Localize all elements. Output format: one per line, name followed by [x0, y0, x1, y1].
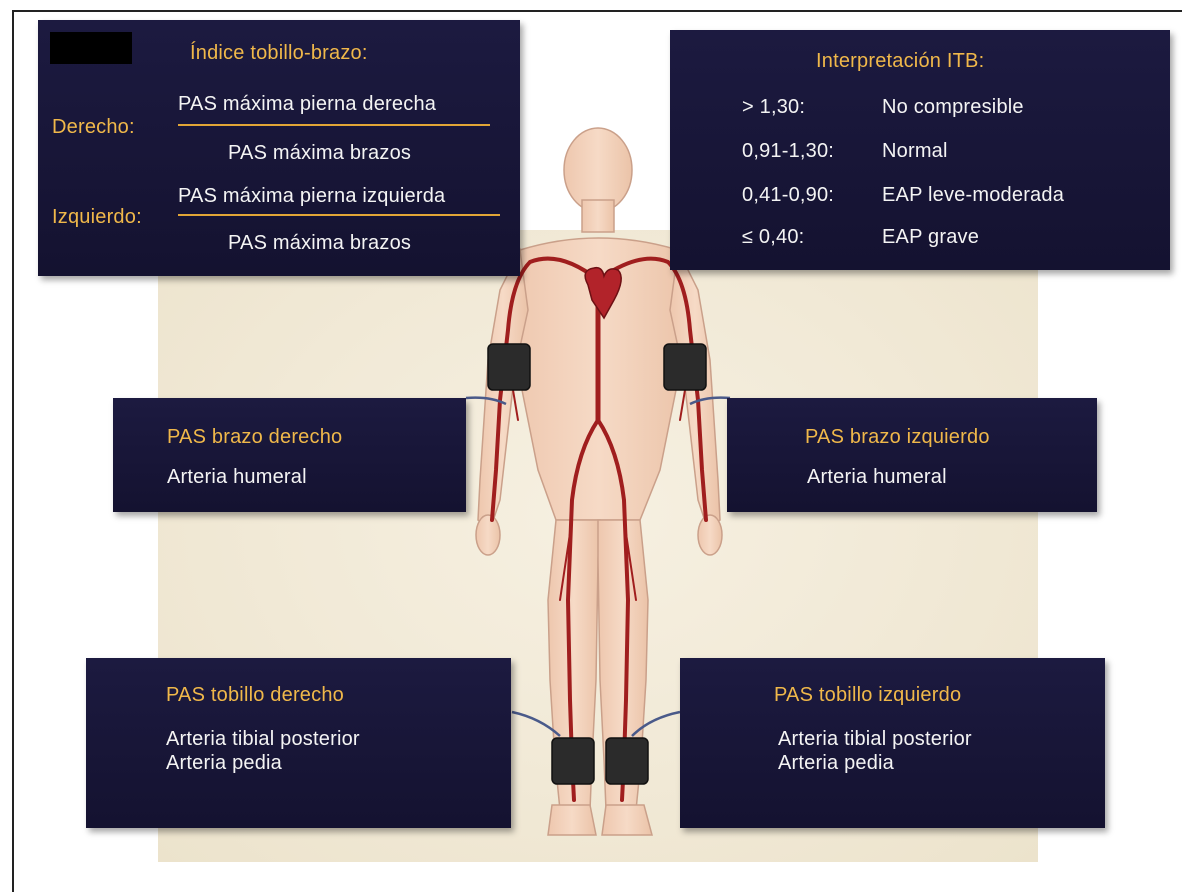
itb-range-1: 0,91-1,30:	[742, 140, 834, 163]
arm-right-title: PAS brazo derecho	[167, 426, 342, 449]
ankle-left-artery-1: Arteria tibial posterior	[778, 728, 972, 751]
abi-formula-panel: Índice tobillo-brazo: Derecho: PAS máxim…	[38, 20, 520, 276]
itb-meaning-3: EAP grave	[882, 226, 979, 249]
ankle-left-title: PAS tobillo izquierdo	[774, 684, 961, 707]
abi-left-denominator: PAS máxima brazos	[228, 232, 411, 255]
cuff-right-arm	[488, 344, 530, 390]
arm-left-panel: PAS brazo izquierdo Arteria humeral	[727, 398, 1097, 512]
itb-range-3: ≤ 0,40:	[742, 226, 804, 249]
cuff-left-arm	[664, 344, 706, 390]
abi-right-fraction-bar	[178, 124, 490, 126]
abi-left-label: Izquierdo:	[52, 206, 142, 229]
itb-title: Interpretación ITB:	[816, 50, 984, 73]
abi-title: Índice tobillo-brazo:	[190, 42, 368, 65]
ankle-right-title: PAS tobillo derecho	[166, 684, 344, 707]
abi-right-label: Derecho:	[52, 116, 135, 139]
cuff-left-ankle	[606, 738, 648, 784]
itb-range-2: 0,41-0,90:	[742, 184, 834, 207]
abi-left-fraction-bar	[178, 214, 500, 216]
ankle-right-artery-2: Arteria pedia	[166, 752, 282, 775]
ankle-right-panel: PAS tobillo derecho Arteria tibial poste…	[86, 658, 511, 828]
cuff-right-ankle	[552, 738, 594, 784]
abi-left-numerator: PAS máxima pierna izquierda	[178, 185, 445, 208]
ankle-left-panel: PAS tobillo izquierdo Arteria tibial pos…	[680, 658, 1105, 828]
itb-meaning-2: EAP leve-moderada	[882, 184, 1064, 207]
itb-meaning-1: Normal	[882, 140, 948, 163]
arm-right-panel: PAS brazo derecho Arteria humeral	[113, 398, 466, 512]
itb-range-0: > 1,30:	[742, 96, 805, 119]
itb-meaning-0: No compresible	[882, 96, 1024, 119]
redaction-block	[50, 32, 132, 64]
arm-left-artery: Arteria humeral	[807, 466, 947, 489]
ankle-left-artery-2: Arteria pedia	[778, 752, 894, 775]
itb-interpretation-panel: Interpretación ITB: > 1,30: No compresib…	[670, 30, 1170, 270]
arm-left-title: PAS brazo izquierdo	[805, 426, 990, 449]
arm-right-artery: Arteria humeral	[167, 466, 307, 489]
abi-right-denominator: PAS máxima brazos	[228, 142, 411, 165]
ankle-right-artery-1: Arteria tibial posterior	[166, 728, 360, 751]
abi-right-numerator: PAS máxima pierna derecha	[178, 93, 436, 116]
